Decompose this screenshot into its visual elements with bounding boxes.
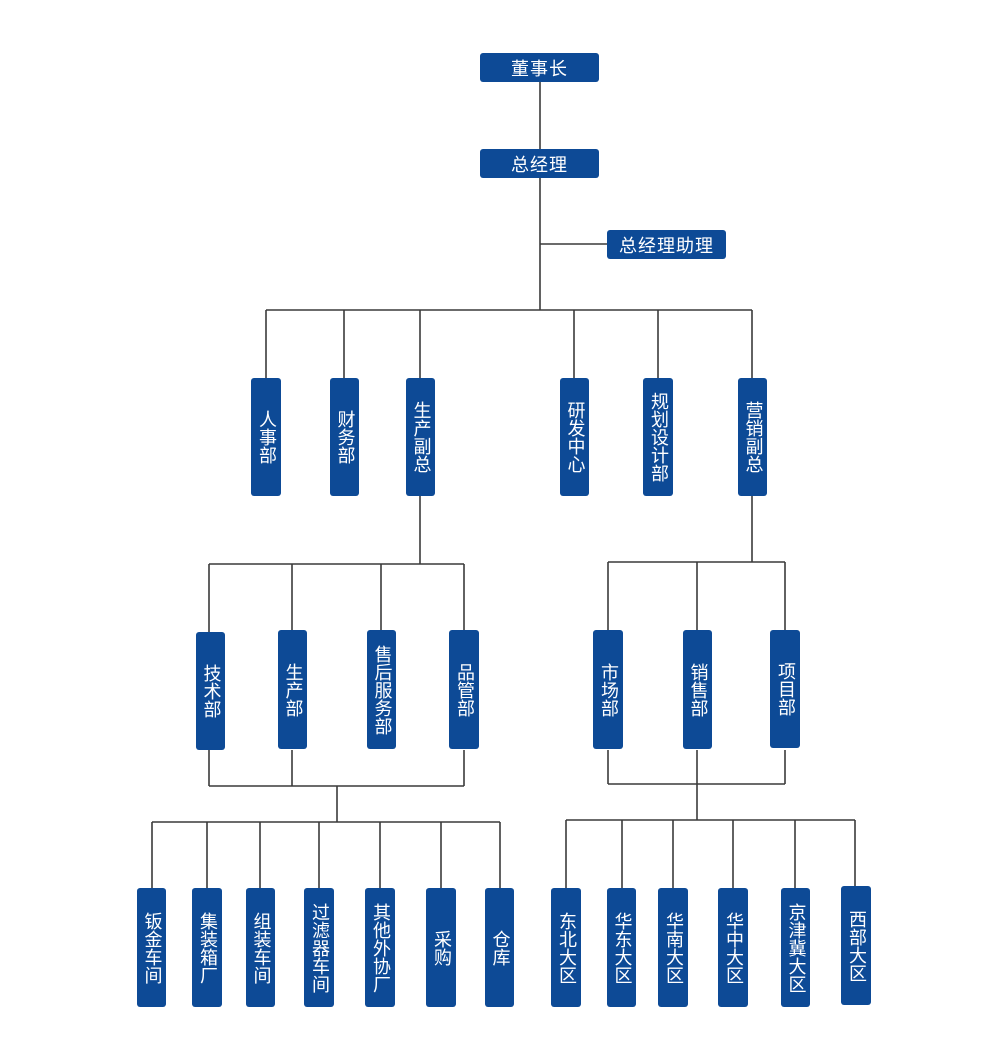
node-warehouse: 仓库 xyxy=(485,888,514,1007)
node-gm-assistant: 总经理助理 xyxy=(607,230,726,259)
node-label: 总经理 xyxy=(511,154,568,176)
node-purchasing: 采购 xyxy=(426,888,456,1007)
node-hr-dept: 人事部 xyxy=(251,378,281,496)
node-label: 采购 xyxy=(431,929,452,966)
node-outsource-factory: 其他外协厂 xyxy=(365,888,395,1007)
connector-lines xyxy=(151,80,856,888)
node-tech-dept: 技术部 xyxy=(196,632,225,750)
node-label: 京津冀大区 xyxy=(785,902,807,993)
node-label: 市场部 xyxy=(598,662,619,717)
node-general-manager: 总经理 xyxy=(480,149,599,178)
node-filter-workshop: 过滤器车间 xyxy=(304,888,334,1007)
node-production-dept: 生产部 xyxy=(278,630,307,749)
node-label: 董事长 xyxy=(511,58,568,80)
node-sheetmetal-workshop: 钣金车间 xyxy=(137,888,166,1007)
node-planning-dept: 规划设计部 xyxy=(643,378,673,496)
node-label: 规划设计部 xyxy=(648,392,669,482)
node-label: 人事部 xyxy=(256,410,277,464)
node-label: 华中大区 xyxy=(723,911,744,984)
node-finance-dept: 财务部 xyxy=(330,378,359,496)
node-label: 生产副总 xyxy=(410,401,432,473)
node-market-dept: 市场部 xyxy=(593,630,623,749)
node-east-china-region: 华东大区 xyxy=(607,888,636,1007)
node-label: 销售部 xyxy=(687,662,709,717)
node-sales-dept: 销售部 xyxy=(683,630,712,749)
node-label: 华东大区 xyxy=(611,911,633,984)
node-label: 项目部 xyxy=(775,662,796,716)
node-label: 总经理助理 xyxy=(619,235,714,257)
node-aftersales-dept: 售后服务部 xyxy=(367,630,396,749)
node-label: 华南大区 xyxy=(663,911,684,984)
node-label: 仓库 xyxy=(489,929,511,966)
node-west-region: 西部大区 xyxy=(841,886,871,1005)
node-label: 财务部 xyxy=(334,410,356,464)
node-label: 西部大区 xyxy=(846,909,867,982)
node-label: 过滤器车间 xyxy=(309,902,330,993)
node-label: 东北大区 xyxy=(556,911,577,984)
node-jingjinji-region: 京津冀大区 xyxy=(781,888,810,1007)
node-label: 售后服务部 xyxy=(371,644,393,735)
node-label: 钣金车间 xyxy=(141,911,163,984)
node-label: 营销副总 xyxy=(742,401,764,473)
node-label: 研发中心 xyxy=(564,401,586,473)
node-production-vp: 生产副总 xyxy=(406,378,435,496)
node-assembly-workshop: 组装车间 xyxy=(246,888,275,1007)
node-quality-dept: 品管部 xyxy=(449,630,479,749)
node-chairman: 董事长 xyxy=(480,53,599,82)
node-rd-center: 研发中心 xyxy=(560,378,589,496)
node-container-factory: 集装箱厂 xyxy=(192,888,222,1007)
node-label: 品管部 xyxy=(454,662,475,717)
node-south-china-region: 华南大区 xyxy=(658,888,688,1007)
node-marketing-vp: 营销副总 xyxy=(738,378,767,496)
node-northeast-region: 东北大区 xyxy=(551,888,581,1007)
node-central-china-region: 华中大区 xyxy=(718,888,748,1007)
node-label: 其他外协厂 xyxy=(370,902,391,993)
node-label: 技术部 xyxy=(200,664,222,718)
node-label: 组装车间 xyxy=(250,911,272,984)
node-label: 集装箱厂 xyxy=(197,911,218,984)
node-project-dept: 项目部 xyxy=(770,630,800,748)
node-label: 生产部 xyxy=(282,662,304,717)
